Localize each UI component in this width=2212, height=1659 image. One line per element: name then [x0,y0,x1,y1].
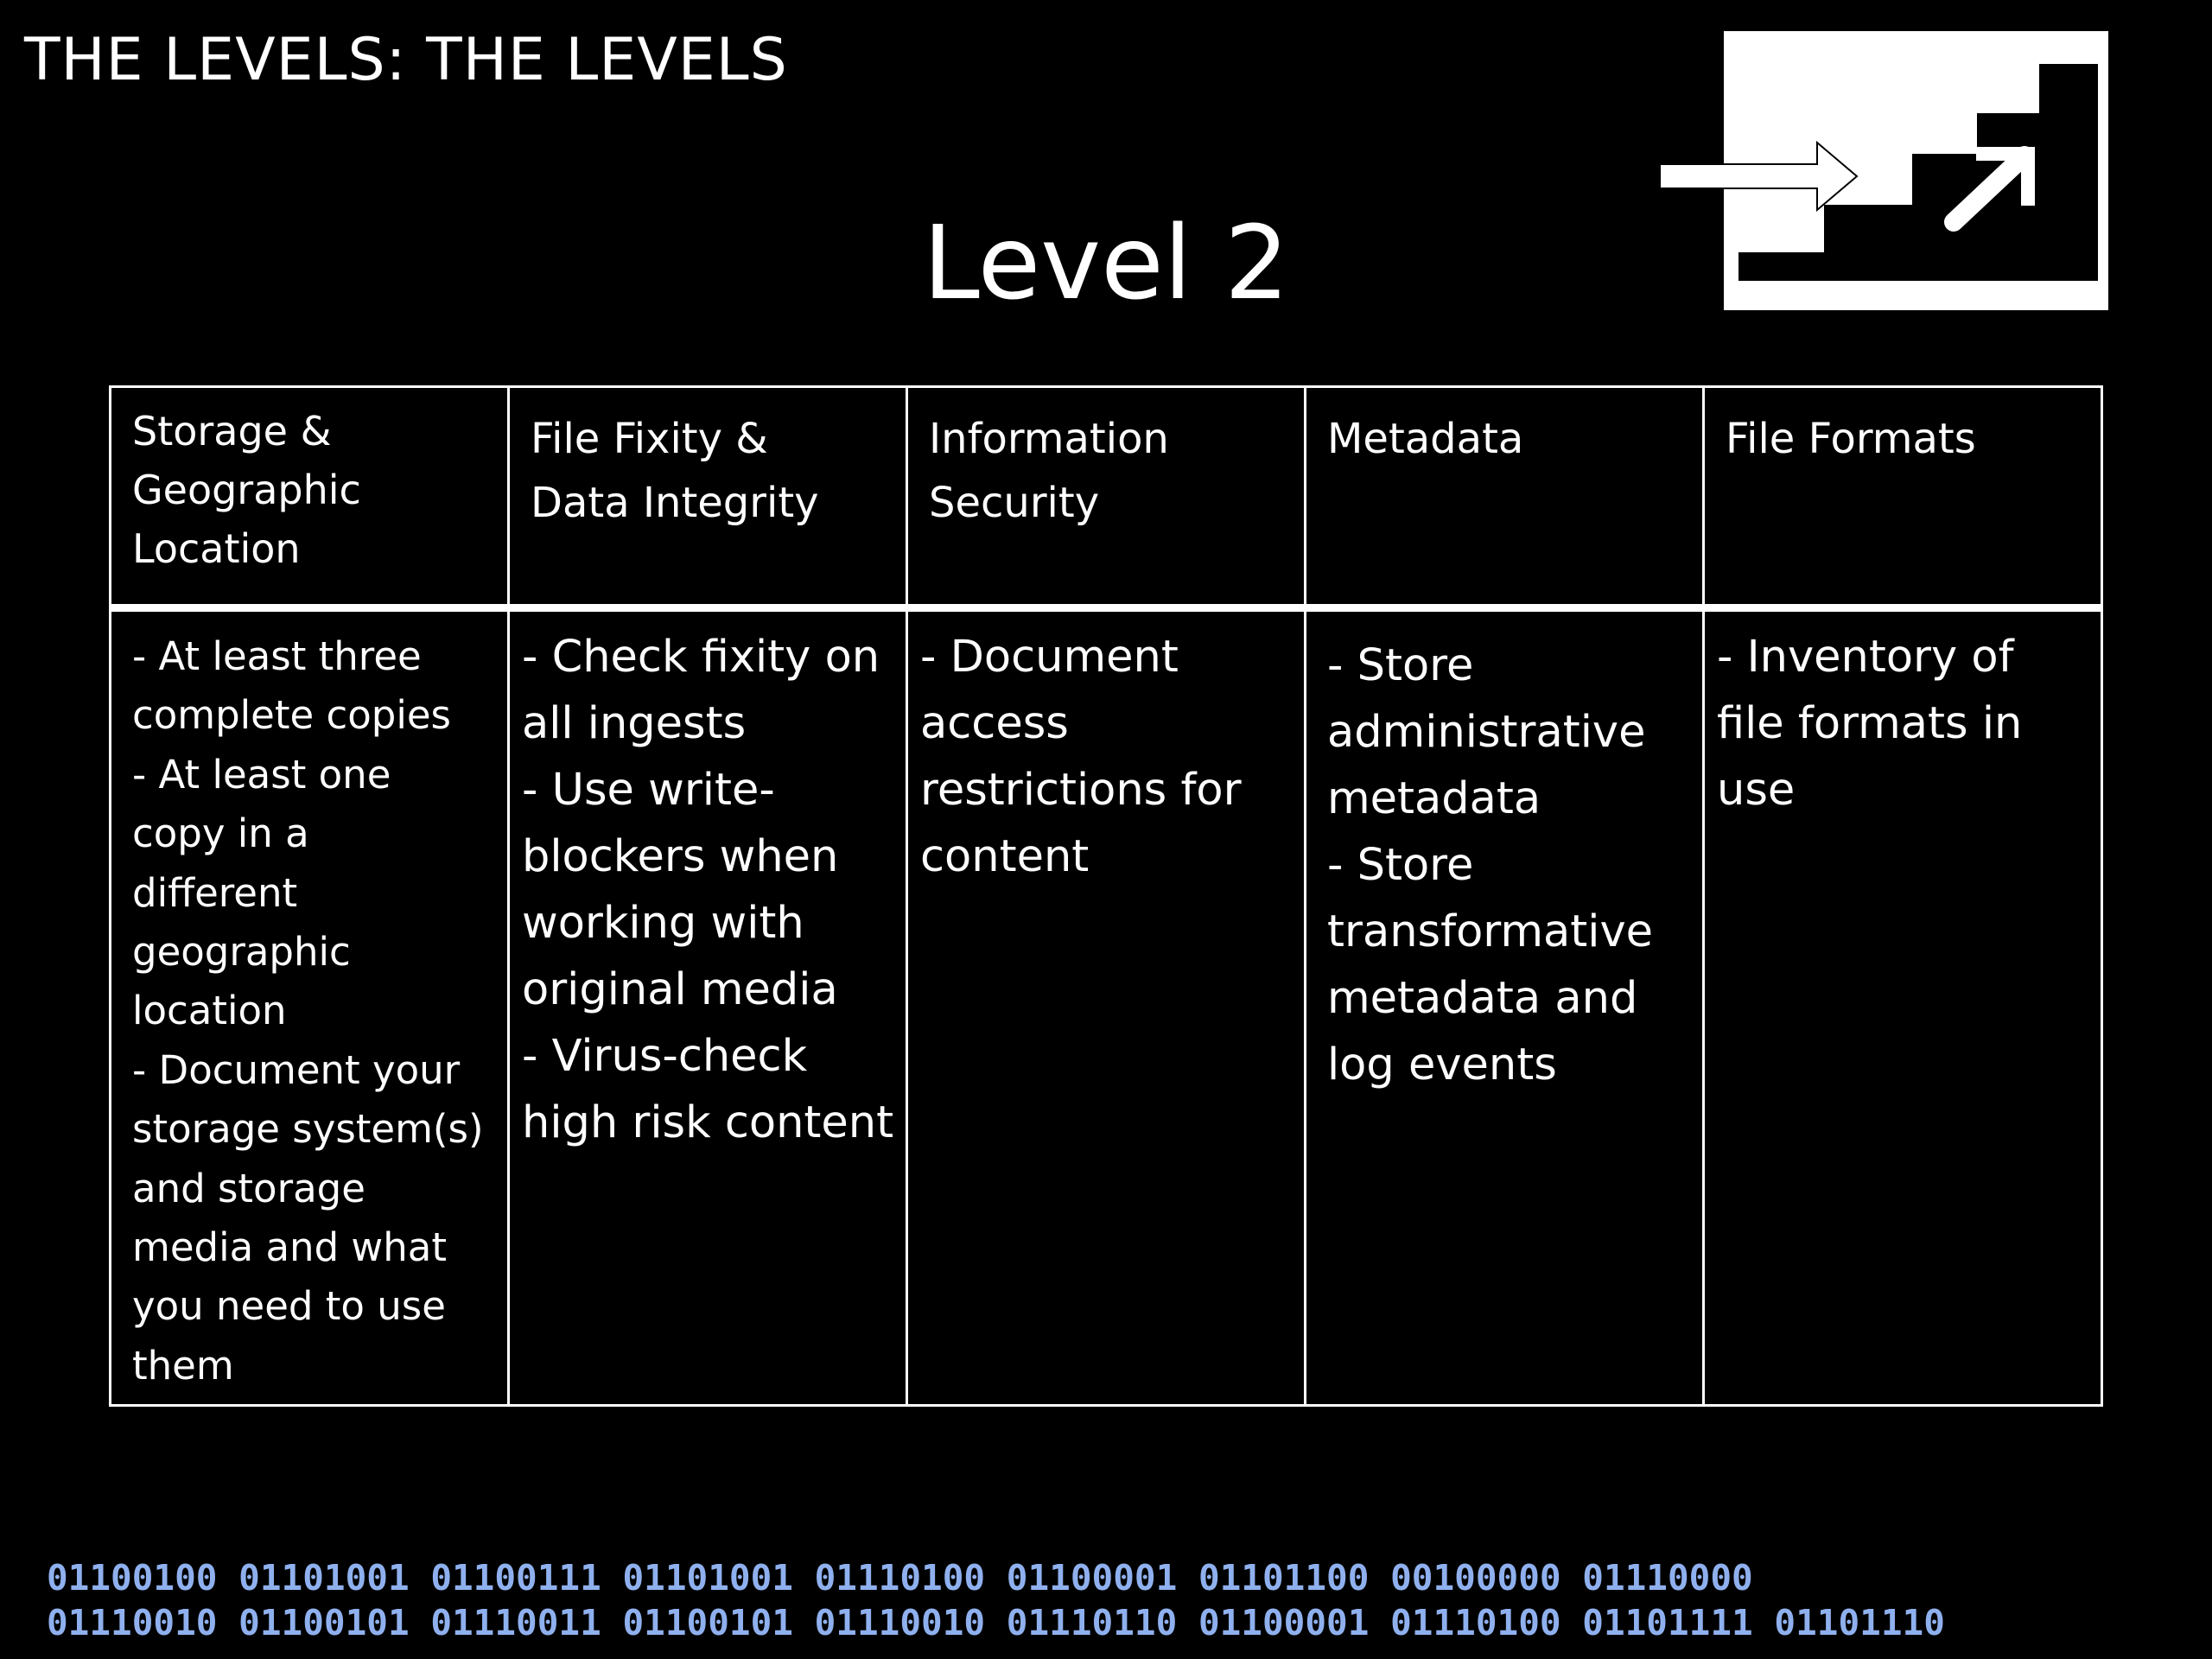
header-file-formats: File Formats [1702,385,2103,612]
cell-storage-geographic-location: - At least three complete copies - At le… [109,606,510,1408]
table-row: - At least three complete copies - At le… [109,606,2103,1408]
header-file-fixity-data-integrity: File Fixity & Data Integrity [507,385,908,612]
header-information-security: Information Security [906,385,1306,612]
stairs-arrow-icon [1659,31,2108,310]
cell-metadata: - Store administrative metadata - Store … [1304,606,1705,1408]
binary-footer: 01100100 01101001 01100111 01101001 0111… [47,1555,1945,1645]
table-header-row: Storage & Geographic Location File Fixit… [109,385,2103,612]
slide-title: Level 2 [922,203,1290,322]
binary-line-1: 01100100 01101001 01100111 01101001 0111… [47,1557,1753,1599]
cell-file-fixity-data-integrity: - Check fixity on all ingests - Use writ… [507,606,908,1408]
header-metadata: Metadata [1304,385,1705,612]
levels-table: Storage & Geographic Location File Fixit… [109,385,2103,1408]
cell-file-formats: - Inventory of file formats in use [1702,606,2103,1408]
section-title: THE LEVELS: THE LEVELS [24,26,788,94]
cell-information-security: - Document access restrictions for conte… [906,606,1306,1408]
binary-line-2: 01110010 01100101 01110011 01100101 0111… [47,1602,1945,1643]
header-storage-geographic-location: Storage & Geographic Location [109,385,510,612]
